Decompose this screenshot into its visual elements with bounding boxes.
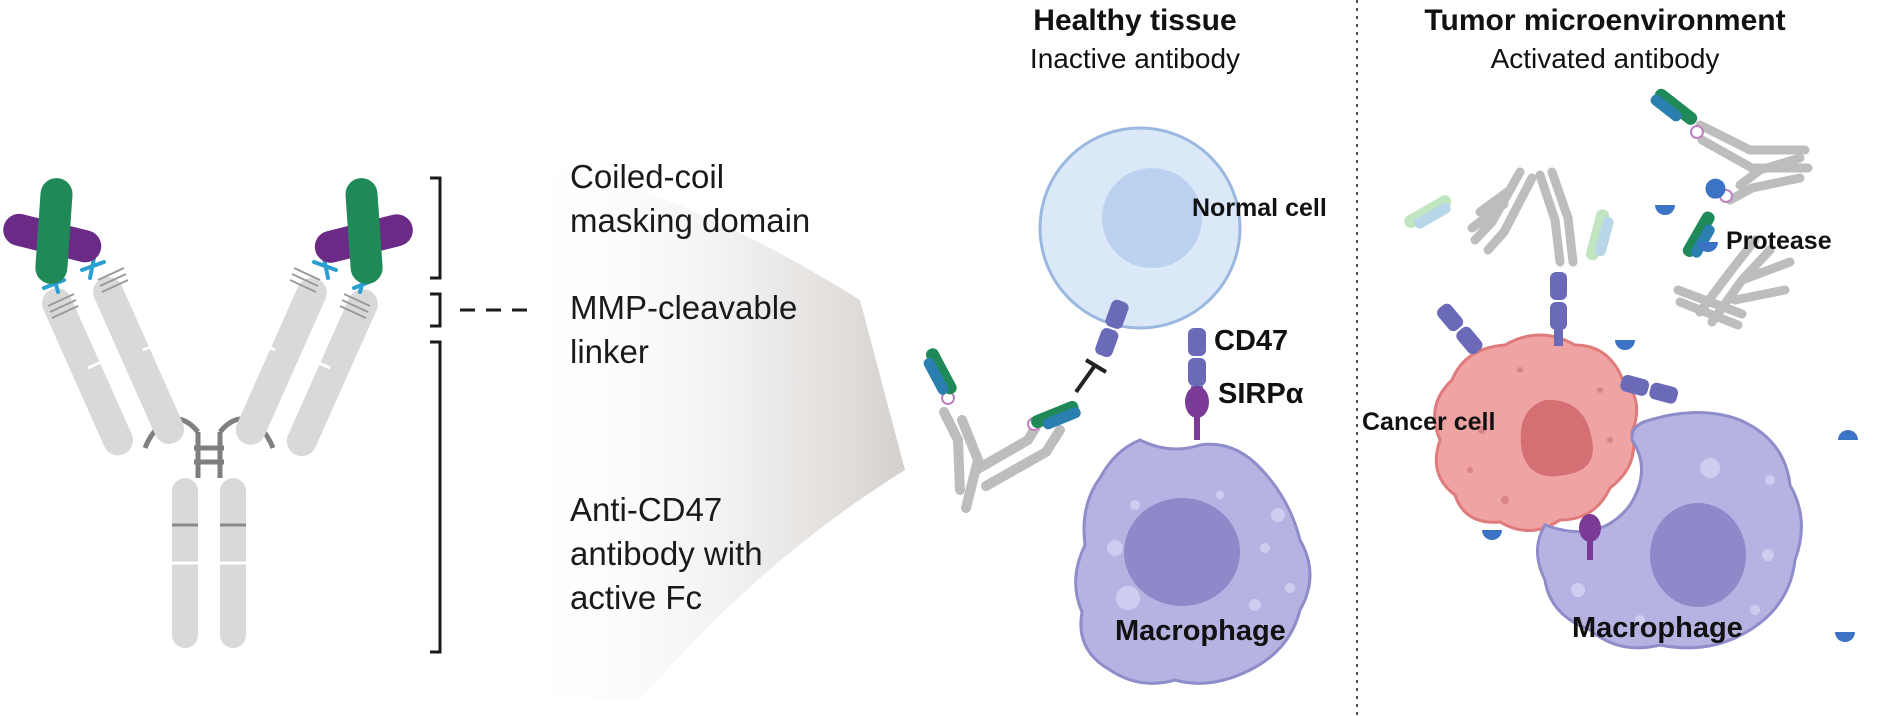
protease-label: Protease xyxy=(1726,227,1832,255)
legend-masking-domain-line1: Coiled-coil xyxy=(570,158,725,195)
masked-antibody-tumor xyxy=(1650,88,1813,258)
cd47-receptors-tumor xyxy=(1437,272,1679,404)
legend-antibody-line1: Anti-CD47 xyxy=(570,491,723,528)
antibody-schematic xyxy=(3,178,413,648)
masked-antibody-healthy xyxy=(923,348,1081,513)
normal-cell-label: Normal cell xyxy=(1192,194,1327,222)
macrophage-nucleus-healthy xyxy=(1124,498,1240,606)
activated-antibodies xyxy=(1467,167,1795,330)
legend-masking-domain: Coiled-coil masking domain xyxy=(570,155,810,243)
sirpa-receptor-tumor xyxy=(1579,514,1601,560)
sirpa-receptor-healthy xyxy=(1185,386,1209,440)
cd47-receptor-healthy xyxy=(1188,328,1206,396)
legend-linker-line1: MMP-cleavable xyxy=(570,289,798,326)
macrophage-label-tumor: Macrophage xyxy=(1572,612,1743,644)
macrophage-label-healthy: Macrophage xyxy=(1115,615,1286,647)
healthy-panel-title: Healthy tissue xyxy=(1033,4,1237,37)
healthy-panel-subtitle: Inactive antibody xyxy=(1029,43,1241,74)
cancer-cell-nucleus xyxy=(1520,399,1593,477)
released-masks xyxy=(1404,195,1614,261)
normal-cell xyxy=(1038,126,1242,330)
sirpa-label: SIRPα xyxy=(1218,378,1304,410)
tumor-panel-title: Tumor microenvironment xyxy=(1424,4,1786,37)
legend-linker-line2: linker xyxy=(570,333,649,370)
tumor-panel-subtitle: Activated antibody xyxy=(1490,43,1720,74)
legend-antibody-line2: antibody with xyxy=(570,535,763,572)
cd47-label: CD47 xyxy=(1214,325,1289,357)
legend-masking-domain-line2: masking domain xyxy=(570,202,811,239)
cd47-receptor-left xyxy=(1095,299,1129,358)
cancer-cell-label: Cancer cell xyxy=(1362,408,1496,436)
macrophage-vesicles xyxy=(1107,491,1295,611)
zoom-fan xyxy=(520,170,905,700)
legend-linker: MMP-cleavable linker xyxy=(570,286,797,374)
legend-antibody-line3: active Fc xyxy=(570,579,703,616)
blocked-binding-mark xyxy=(1074,358,1108,394)
protease-icons xyxy=(1482,178,1858,642)
legend-antibody: Anti-CD47 antibody with active Fc xyxy=(570,488,763,620)
macrophage-nucleus-tumor xyxy=(1650,503,1746,607)
legend-brackets xyxy=(430,176,527,654)
